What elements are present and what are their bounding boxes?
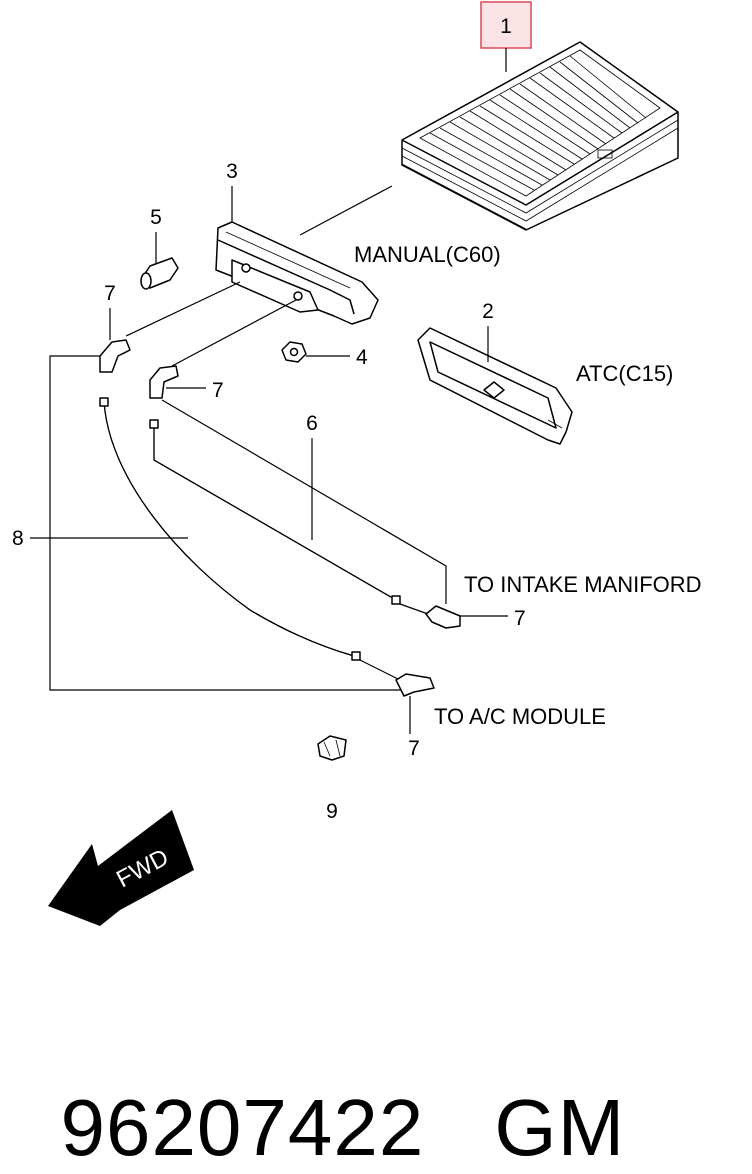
callout-1-highlight-box bbox=[480, 1, 532, 49]
atc-cover-part-2 bbox=[417, 327, 573, 445]
label-atc-c15: ATC(C15) bbox=[576, 361, 673, 386]
elbow-7-upper-right bbox=[149, 365, 179, 399]
cabin-air-filter bbox=[401, 41, 679, 231]
callout-1: 1 bbox=[500, 15, 512, 38]
part-number: 96207422 bbox=[60, 1083, 425, 1172]
label-to-intake-manifold: TO INTAKE MANIFORD bbox=[464, 572, 702, 597]
callout-7-ac-module: 7 bbox=[408, 737, 420, 760]
elbow-7-upper-left bbox=[99, 339, 131, 373]
brand-name: GM bbox=[494, 1083, 626, 1172]
label-manual-c60: MANUAL(C60) bbox=[354, 242, 501, 267]
elbow-7-ac-module bbox=[395, 673, 435, 697]
callout-7-upper-left: 7 bbox=[104, 282, 116, 305]
label-to-ac-module: TO A/C MODULE bbox=[434, 704, 606, 729]
filter-cover-manual bbox=[215, 221, 379, 325]
callout-2: 2 bbox=[482, 300, 494, 323]
hose-clip-part-9 bbox=[317, 735, 347, 761]
nut-part-4 bbox=[281, 341, 307, 363]
vacuum-hose-part-6 bbox=[149, 419, 429, 615]
clip-part-5 bbox=[140, 257, 179, 290]
elbow-7-intake bbox=[425, 605, 461, 629]
footer-part-info: 96207422 GM bbox=[14, 990, 625, 1174]
callout-5: 5 bbox=[150, 206, 162, 229]
callout-9: 9 bbox=[326, 800, 338, 823]
callout-6: 6 bbox=[306, 412, 318, 435]
callout-4: 4 bbox=[356, 346, 368, 369]
callout-7-intake: 7 bbox=[514, 607, 526, 630]
forward-direction-arrow: FWD bbox=[48, 810, 194, 926]
parts-diagram: 1 3 MANUAL(C60) 5 bbox=[12, 1, 702, 926]
callout-3: 3 bbox=[226, 160, 238, 183]
callout-8: 8 bbox=[12, 527, 24, 550]
callout-7-upper-right: 7 bbox=[212, 379, 224, 402]
vacuum-hose-part-8 bbox=[99, 397, 401, 681]
